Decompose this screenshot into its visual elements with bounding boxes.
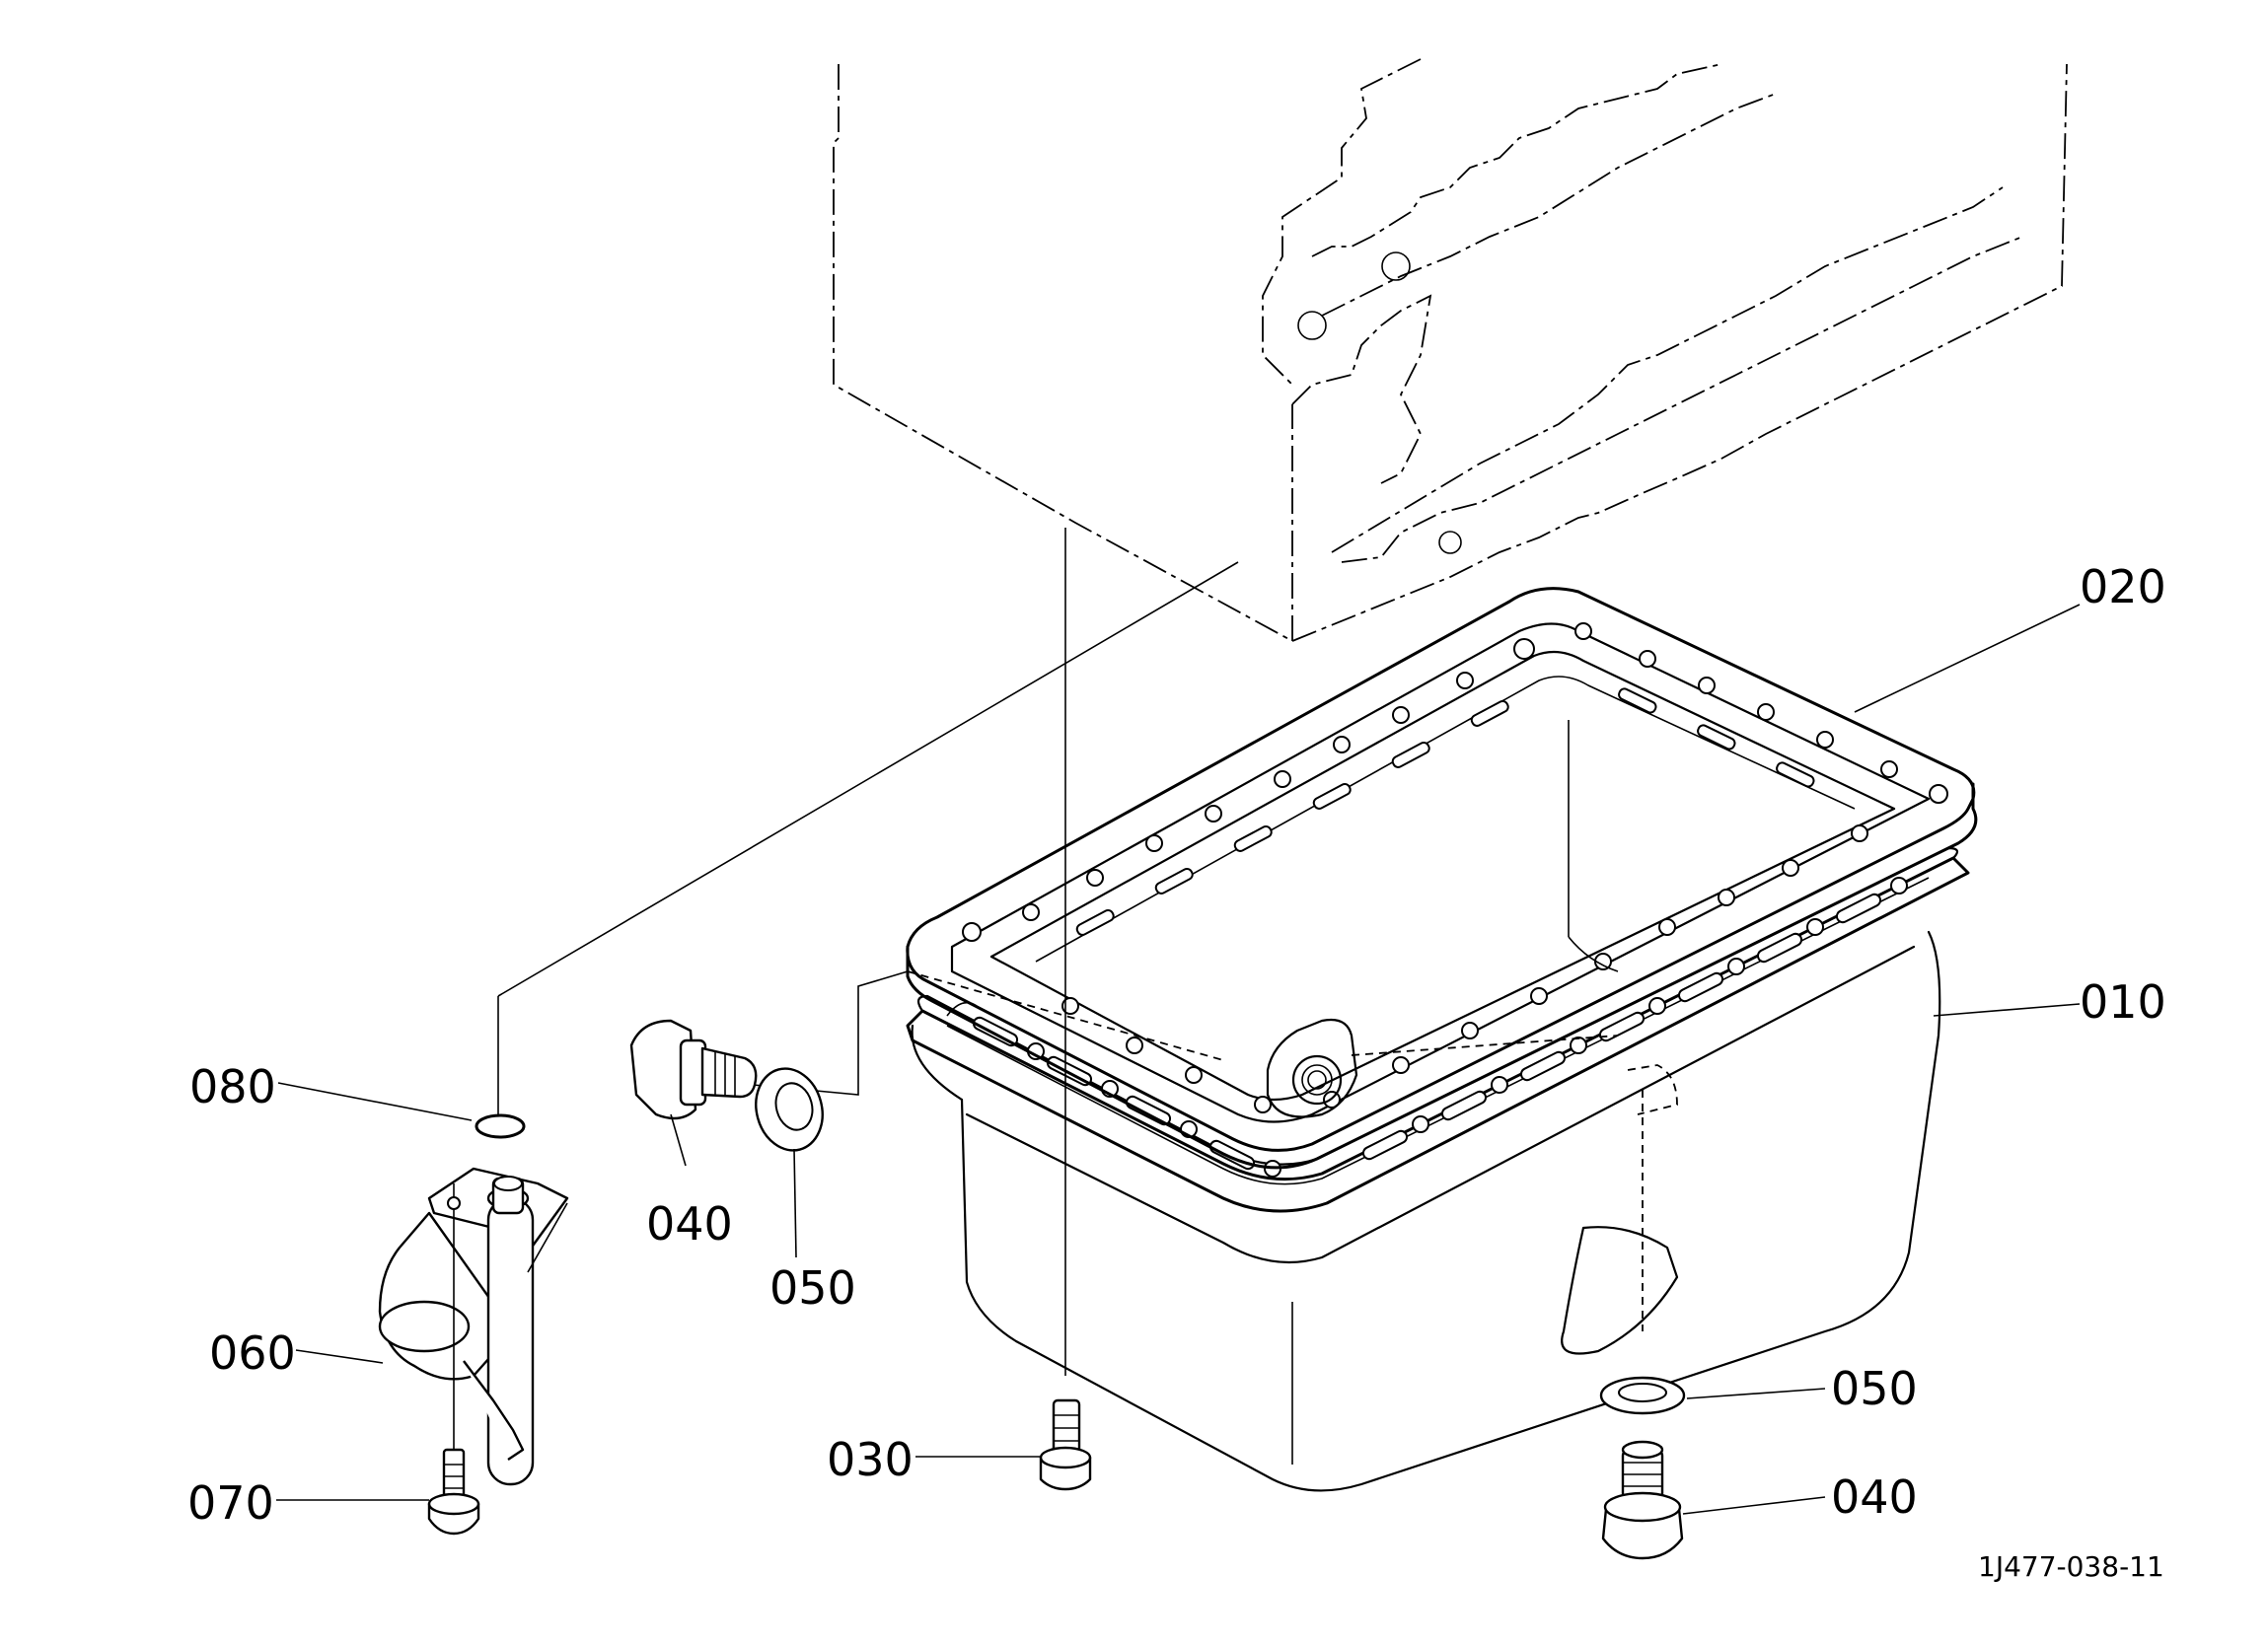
callout-030: 030	[827, 1433, 914, 1486]
pan-interior	[1266, 720, 1678, 1118]
leader-lines	[276, 604, 2081, 1515]
washer-050-left	[755, 1067, 824, 1152]
callout-060: 060	[209, 1326, 296, 1380]
bolt-030	[1039, 1398, 1092, 1491]
gasket-020	[906, 587, 1978, 1170]
callout-010: 010	[2080, 975, 2166, 1029]
callout-020: 020	[2080, 560, 2166, 613]
callout-050-right: 050	[1831, 1362, 1918, 1415]
pan-flange-slots	[972, 877, 1908, 1178]
callout-080: 080	[189, 1060, 276, 1113]
callout-050-left: 050	[769, 1261, 856, 1315]
drawing-code: 1J477-038-11	[1978, 1550, 2164, 1583]
washer-050-right	[1599, 1376, 1686, 1415]
drain-plug-040-right	[1601, 1440, 1684, 1560]
callout-040-right: 040	[1831, 1470, 1918, 1524]
o-ring-080	[475, 1113, 526, 1139]
callout-040-left: 040	[646, 1197, 733, 1251]
engine-block-phantom	[833, 58, 2068, 642]
callout-labels: 020 010 080 040 050 060 070 030 050 040 …	[187, 560, 2166, 1583]
callout-070: 070	[187, 1476, 274, 1530]
bolt-070	[427, 1448, 480, 1536]
oil-strainer-060	[378, 1167, 569, 1486]
drain-plug-040-left	[629, 1019, 758, 1120]
